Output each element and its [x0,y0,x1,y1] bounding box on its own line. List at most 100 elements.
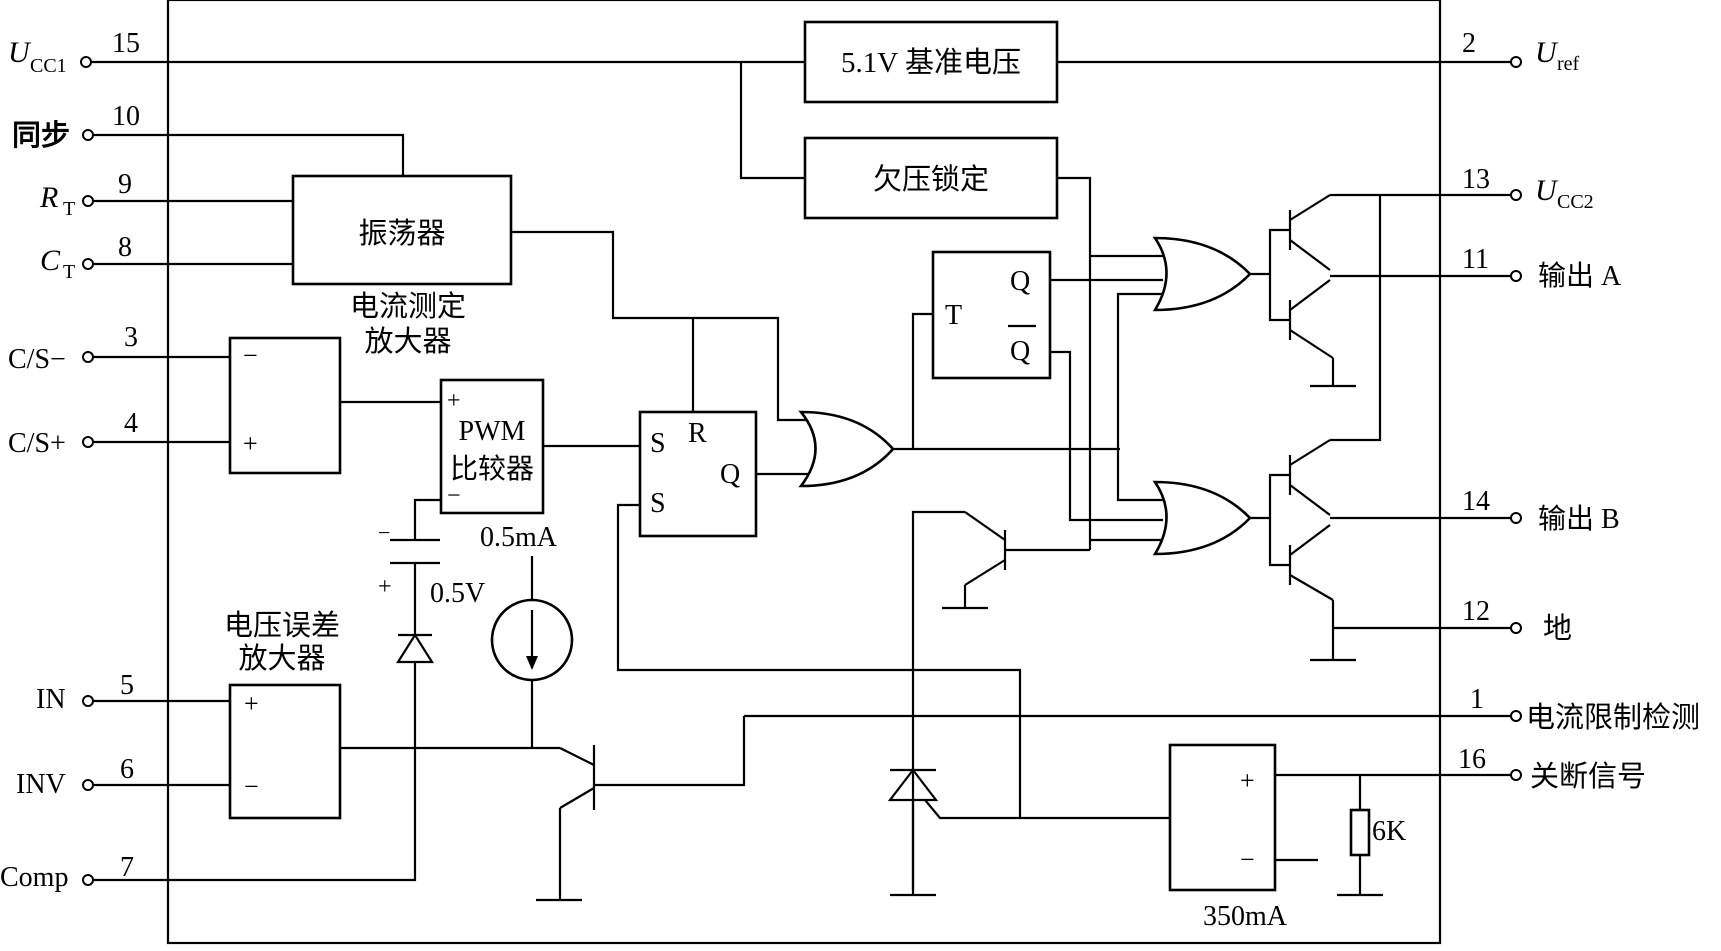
pin-gnd-terminal[interactable] [1510,622,1522,634]
pin-sync: 同步 10 [12,101,168,152]
pin-ilim: 1 电流限制检测 [744,684,1700,734]
pin-vref-terminal[interactable] [1510,56,1522,68]
chip-outline [166,0,1442,945]
oscillator-block: 振荡器 [168,133,815,422]
or-gate-a [1090,236,1252,502]
pin-comp-terminal[interactable] [82,874,94,886]
zener-value: 0.5V [430,578,485,609]
pin-cs-plus-label: C/S+ [8,428,66,459]
pin-vref: 2 U ref [1440,28,1580,75]
cs-amp-plus: + [243,429,258,458]
pin-out-a-terminal[interactable] [1510,270,1522,282]
pin-ilim-terminal[interactable] [1510,710,1522,722]
pin-rt-terminal[interactable] [82,195,94,207]
pin-shutdown-number: 16 [1458,744,1486,775]
pin-vcc2-terminal[interactable] [1510,189,1522,201]
pwm-label-2: 比较器 [450,453,534,485]
or-gate-main [798,410,1120,488]
cs-amp-caption-2: 放大器 [364,325,451,358]
error-amplifier: 电压误差 放大器 + − [168,609,560,820]
pin-ct: C T 8 [40,232,168,283]
pin-inv-number: 6 [120,754,134,785]
pin-shutdown-terminal[interactable] [1510,769,1522,781]
cs-amp-minus: − [243,341,258,370]
reference-label: 5.1V 基准电压 [841,46,1021,79]
pin-rt-number: 9 [118,169,132,200]
pin-ct-terminal[interactable] [82,258,94,270]
pin-vref-label: U [1535,36,1559,69]
discharge-transistor [887,510,1170,897]
pin-out-b-label: 输出 B [1538,503,1620,535]
output-stage-a [1250,193,1380,388]
pin-vcc1-terminal[interactable] [80,56,92,68]
pin-shutdown-label: 关断信号 [1530,760,1646,793]
pin-in-terminal[interactable] [82,695,94,707]
pin-cs-plus: C/S+ 4 [8,408,168,459]
sd-plus: + [1240,766,1255,795]
pin-cs-plus-terminal[interactable] [82,436,94,448]
pin-gnd: 12 地 [1333,596,1572,645]
pin-gnd-label: 地 [1543,612,1572,645]
pin-in-label: IN [36,684,66,715]
pin-cs-minus-terminal[interactable] [82,351,94,363]
pin-comp: Comp 7 [0,852,168,893]
pin-shutdown: 16 关断信号 [1275,744,1646,793]
pin-sync-label: 同步 [12,119,70,152]
pin-cs-minus: C/S− 3 [8,322,168,375]
ea-caption-2: 放大器 [238,642,325,675]
pin-out-a: 11 输出 A [1330,244,1622,292]
reference-block: 5.1V 基准电压 [168,20,1440,104]
pin-cs-plus-number: 4 [124,408,138,439]
pin-out-b: 14 输出 B [1330,486,1620,535]
latch-s1: S [650,428,666,459]
toggle-flipflop: T Q Q [911,250,1163,522]
pin-vcc1-number: 15 [112,28,140,59]
pwm-minus: − [447,483,461,509]
pin-vcc2-sub: CC2 [1557,191,1594,213]
pin-out-a-label: 输出 A [1538,260,1622,292]
pin-vcc2-label: U [1535,174,1559,207]
pwm-label-1: PWM [459,416,526,447]
latch-q: Q [720,459,740,490]
pin-rt-label: R [39,181,58,214]
output-stage-b [1250,195,1382,662]
tff-qbar: Q [1010,336,1030,367]
pin-out-b-terminal[interactable] [1510,512,1522,524]
or-gate-b [1005,480,1252,556]
latch-r: R [688,418,707,449]
shutdown-current-value: 350mA [1203,901,1288,932]
pwm-plus: + [447,388,461,414]
current-source-value: 0.5mA [480,522,558,553]
pin-rt: R T 9 [39,169,168,220]
oscillator-label: 振荡器 [358,217,445,250]
pin-vref-number: 2 [1462,28,1476,59]
pin-sync-terminal[interactable] [82,129,94,141]
current-sense-amplifier: 电流测定 放大器 − + [168,290,466,475]
pin-ilim-label: 电流限制检测 [1526,701,1700,734]
pin-ct-number: 8 [118,232,132,263]
uvlo-label: 欠压锁定 [873,163,989,196]
uvlo-block: 欠压锁定 [739,62,1092,550]
sd-minus: − [1240,845,1255,874]
cs-amp-caption-1: 电流测定 [350,290,466,323]
pin-vcc2: 13 U CC2 [1380,164,1594,213]
pin-vcc1-label: U [8,36,32,69]
pin-out-a-number: 11 [1462,244,1489,275]
ea-plus: + [244,689,259,718]
pin-cs-minus-number: 3 [124,322,138,353]
pin-inv-terminal[interactable] [82,779,94,791]
latch-s2: S [650,488,666,519]
sr-latch: S R Q S [616,410,1022,818]
pin-vref-sub: ref [1557,53,1580,75]
pwm-comparator: + PWM 比较器 − [413,378,640,540]
cap-plus: + [378,574,392,600]
ea-caption-1: 电压误差 [224,609,340,642]
pin-in: IN 5 [36,670,168,715]
pin-inv-label: INV [16,769,66,800]
tff-q: Q [1010,266,1030,297]
pin-comp-number: 7 [120,852,134,883]
pin-ct-label: C [40,244,61,277]
pin-comp-label: Comp [0,862,68,893]
